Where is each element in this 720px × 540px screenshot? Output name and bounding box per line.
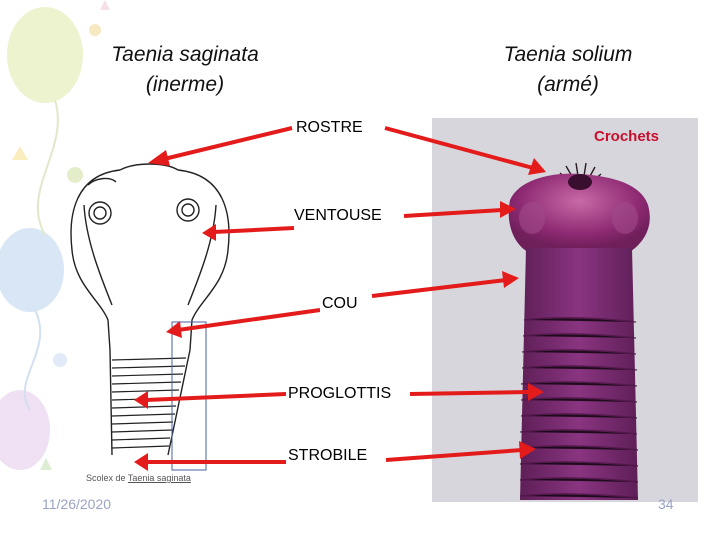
- title-saginata-line1: Taenia saginata: [80, 40, 290, 70]
- title-taenia-saginata: Taenia saginata (inerme): [80, 40, 290, 100]
- caption-prefix: Scolex de: [86, 473, 126, 483]
- arrow-rostre-right: [385, 128, 546, 175]
- saginata-scolex-drawing: [71, 164, 229, 470]
- title-solium-line2: (armé): [468, 70, 668, 100]
- title-saginata-line2: (inerme): [80, 70, 290, 100]
- label-rostre: ROSTRE: [294, 118, 365, 138]
- label-strobile: STROBILE: [286, 446, 369, 466]
- title-taenia-solium: Taenia solium (armé): [468, 40, 668, 100]
- footer-page-number: 34: [658, 496, 674, 512]
- arrow-cou-left: [166, 310, 320, 338]
- label-proglottis: PROGLOTTIS: [286, 384, 393, 404]
- caption-species: Taenia saginata: [128, 473, 191, 483]
- label-cou: COU: [320, 294, 360, 314]
- arrow-strobile-right: [386, 441, 536, 460]
- arrow-cou-right: [372, 271, 519, 296]
- label-ventouse: VENTOUSE: [292, 206, 384, 226]
- title-solium-line1: Taenia solium: [468, 40, 668, 70]
- drawing-caption: Scolex de Taenia saginata: [86, 473, 191, 483]
- label-crochets: Crochets: [594, 128, 659, 145]
- arrow-strobile-left: [134, 453, 290, 471]
- arrow-ventouse-left: [202, 224, 294, 241]
- arrow-ventouse-right: [404, 201, 516, 218]
- arrow-rostre-left: [148, 128, 292, 166]
- footer-date: 11/26/2020: [42, 496, 111, 512]
